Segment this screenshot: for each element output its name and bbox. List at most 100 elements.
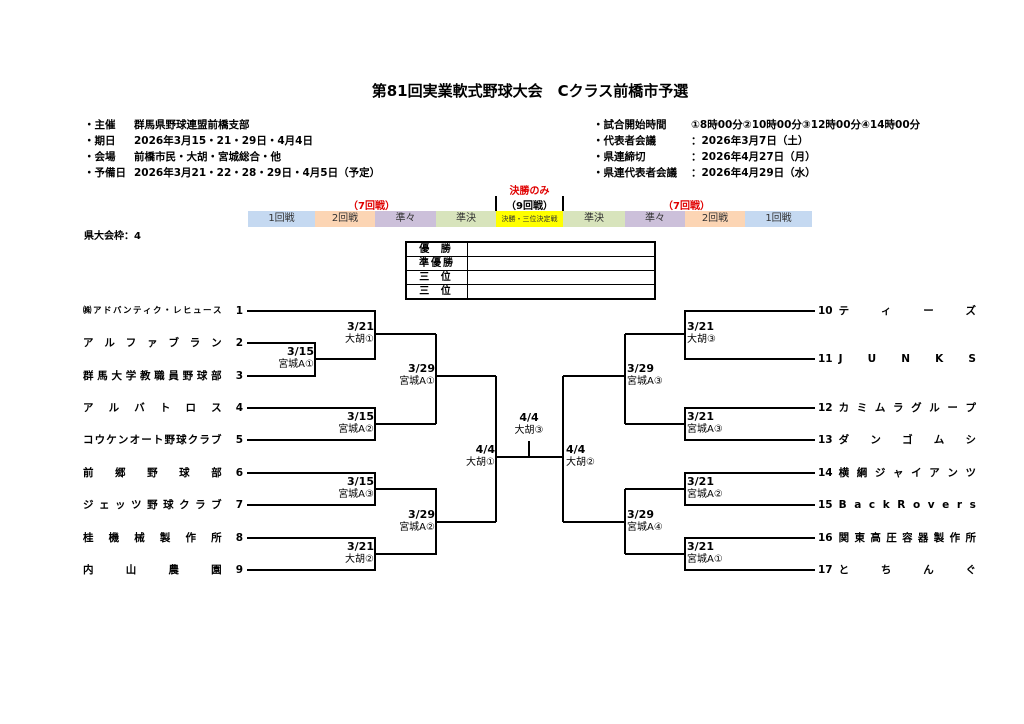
result-row-third: 三 位 bbox=[405, 270, 656, 285]
match-date: 3/29 bbox=[408, 508, 435, 521]
match-venue: 宮城A① bbox=[687, 554, 723, 565]
match-date: 3/21 bbox=[687, 540, 714, 553]
team-left: ㈱アドバンティク・レヒュース 1 bbox=[83, 304, 243, 318]
match-date: 3/15 bbox=[287, 345, 314, 358]
match-date: 4/4 bbox=[566, 443, 586, 456]
prefectural-quota: 県大会枠：4 bbox=[84, 231, 141, 242]
match-date: 4/4 bbox=[475, 443, 495, 456]
match-date: 3/29 bbox=[627, 362, 654, 375]
match-date: 3/15 bbox=[347, 475, 374, 488]
match-venue: 宮城A③ bbox=[627, 376, 663, 387]
match-date: 3/21 bbox=[687, 475, 714, 488]
team-number: 10 bbox=[818, 305, 833, 317]
team-number: 5 bbox=[235, 434, 243, 446]
team-name: カミムラグループ bbox=[838, 402, 976, 414]
match-venue: 宮城A① bbox=[278, 359, 314, 370]
team-number: 12 bbox=[818, 402, 833, 414]
match-date: 3/21 bbox=[347, 540, 374, 553]
round-label: 準々 bbox=[625, 211, 685, 227]
info-rep-meeting: ・代表者会議：2026年3月7日（土） bbox=[593, 135, 809, 147]
match-venue: 宮城A① bbox=[399, 376, 435, 387]
match-venue: 宮城A④ bbox=[627, 522, 663, 533]
team-name: ティーズ bbox=[838, 305, 976, 317]
info-pref-meeting: ・県連代表者会議：2026年4月29日（水） bbox=[593, 167, 816, 179]
team-number: 13 bbox=[818, 434, 833, 446]
team-name: 横綱ジャイアンツ bbox=[838, 467, 976, 479]
match-date: 4/4 bbox=[519, 411, 539, 424]
team-name: ジェッツ野球クラブ bbox=[83, 499, 222, 511]
team-right: 14 横綱ジャイアンツ bbox=[818, 466, 976, 480]
team-name: ダンゴムシ bbox=[838, 434, 976, 446]
team-right: 13 ダンゴムシ bbox=[818, 433, 976, 447]
innings-left: （7回戦） bbox=[348, 201, 395, 212]
team-number: 14 bbox=[818, 467, 833, 479]
team-number: 9 bbox=[235, 564, 243, 576]
team-left: ジェッツ野球クラブ 7 bbox=[83, 498, 243, 512]
team-name: とちんぐ bbox=[838, 564, 976, 576]
round-label: 準決 bbox=[563, 211, 625, 227]
info-organizer: ・主催群馬県野球連盟前橋支部 bbox=[84, 119, 250, 131]
team-number: 17 bbox=[818, 564, 833, 576]
team-name: 関東高圧容器製作所 bbox=[838, 532, 976, 544]
final-innings: （9回戦） bbox=[506, 201, 553, 212]
team-number: 8 bbox=[235, 532, 243, 544]
team-number: 7 bbox=[235, 499, 243, 511]
match-date: 3/29 bbox=[408, 362, 435, 375]
team-number: 11 bbox=[818, 353, 833, 365]
team-name: アルバトロス bbox=[83, 402, 222, 414]
match-venue: 大胡② bbox=[345, 554, 374, 565]
info-venue: ・会場前橋市民・大胡・宮城総合・他 bbox=[84, 151, 281, 163]
round-label: 2回戦 bbox=[685, 211, 745, 227]
team-name: 群馬大学教職員野球部 bbox=[83, 370, 222, 382]
match-venue: 大胡② bbox=[566, 457, 595, 468]
match-date: 3/15 bbox=[347, 410, 374, 423]
team-right: 12 カミムラグループ bbox=[818, 401, 976, 415]
team-name: コウケンオート野球クラブ bbox=[83, 434, 222, 446]
team-right: 17 とちんぐ bbox=[818, 563, 976, 577]
match-venue: 宮城A② bbox=[687, 489, 723, 500]
match-date: 3/21 bbox=[347, 320, 374, 333]
round-label: 準々 bbox=[375, 211, 436, 227]
match-date: 3/21 bbox=[687, 320, 714, 333]
match-venue: 宮城A③ bbox=[338, 489, 374, 500]
final-note: 決勝のみ bbox=[509, 186, 550, 197]
round-label: 準決 bbox=[436, 211, 496, 227]
team-number: 6 bbox=[235, 467, 243, 479]
team-number: 1 bbox=[235, 305, 243, 317]
round-label: 1回戦 bbox=[248, 211, 315, 227]
round-label: 2回戦 bbox=[315, 211, 375, 227]
result-row-third: 三 位 bbox=[405, 284, 656, 300]
match-venue: 宮城A② bbox=[399, 522, 435, 533]
team-number: 4 bbox=[235, 402, 243, 414]
team-number: 3 bbox=[235, 370, 243, 382]
round-label: 1回戦 bbox=[745, 211, 812, 227]
info-deadline: ・県連締切：2026年4月27日（月） bbox=[593, 151, 816, 163]
team-name: ㈱アドバンティク・レヒュース bbox=[83, 306, 222, 316]
page-title: 第81回実業軟式野球大会 Cクラス前橋市予選 bbox=[371, 82, 689, 100]
match-venue: 大胡③ bbox=[687, 334, 716, 345]
match-date: 3/21 bbox=[687, 410, 714, 423]
results-table: 優 勝 準優勝 三 位 三 位 bbox=[405, 241, 656, 300]
